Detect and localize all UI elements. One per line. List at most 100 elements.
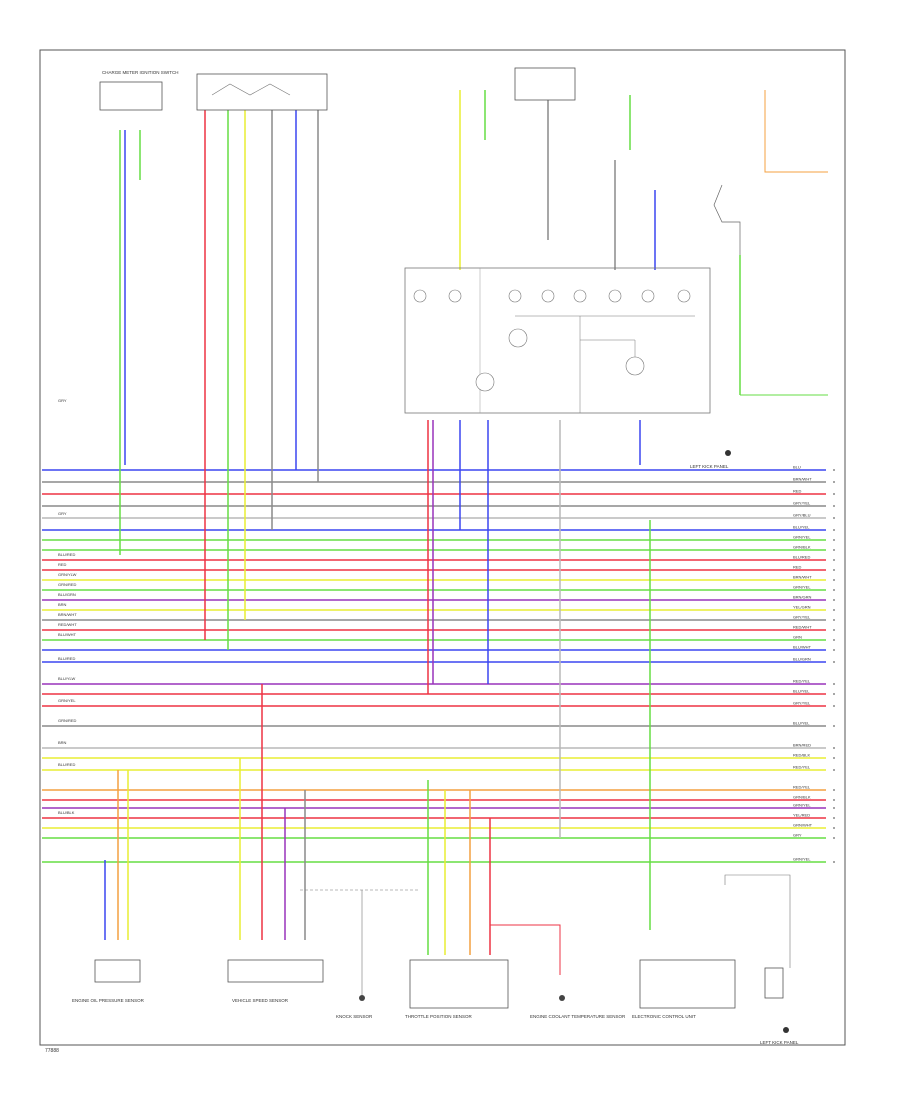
wire-color-label: GRN/RED (58, 718, 77, 723)
wire-color-label: BLU/YLW (58, 676, 75, 681)
component-label: THROTTLE POSITION SENSOR (405, 1014, 473, 1019)
wire-color-label: GRY (58, 398, 67, 403)
wire-color-label: BLU/RED (793, 555, 810, 560)
wire-color-label: BLU/GRN (58, 592, 76, 597)
combination-meter-box (404, 267, 711, 414)
wire-terminal (833, 789, 835, 791)
wire-color-label: BRN/WHT (793, 477, 812, 482)
wire-color-label: RED/YEL (793, 785, 811, 790)
right-relay-box (764, 967, 784, 999)
wire-terminal (833, 747, 835, 749)
wire-color-label: RED/BLK (793, 753, 810, 758)
wire-terminal (833, 589, 835, 591)
lamp-icon (608, 289, 622, 303)
wire-terminal (833, 569, 835, 571)
lamp-icon (541, 289, 555, 303)
wire-terminal (833, 629, 835, 631)
relay-box (196, 73, 328, 111)
wire-terminal (833, 837, 835, 839)
wire-color-label: RED/WHT (793, 625, 812, 630)
wire-color-label: BLU/WHT (58, 632, 77, 637)
wire-color-label: BLU/BLK (58, 810, 75, 815)
wire-color-label: BRN/RED (793, 743, 811, 748)
wire-color-label: GRY/YEL (793, 615, 811, 620)
lamp-icon (573, 289, 587, 303)
wire-terminal (833, 539, 835, 541)
wire-color-label: BLU/YEL (793, 525, 810, 530)
footer-code: 77888 (45, 1048, 59, 1054)
wire-color-label: GRY (793, 833, 802, 838)
wire-terminal (833, 861, 835, 863)
wire-color-label: BRN/WHT (793, 575, 812, 580)
component-label: ENGINE COOLANT TEMPERATURE SENSOR (530, 1014, 626, 1019)
lamp-icon (641, 289, 655, 303)
wire-terminal (833, 579, 835, 581)
gauge-icon (625, 356, 645, 376)
wire-color-label: BLU/GRN (793, 657, 811, 662)
wire-color-label: GRN/YLW (58, 572, 77, 577)
knock-sensor-icon (359, 995, 365, 1001)
ignition-switch-box (99, 81, 163, 111)
wire-terminal (833, 817, 835, 819)
wire-terminal (833, 619, 835, 621)
oil-pressure-sensor-box (94, 959, 141, 983)
ground-label: LEFT KICK PANEL (690, 464, 729, 469)
wire-color-label: BLU/WHT (793, 645, 812, 650)
wire-color-label: BLU/RED (58, 656, 75, 661)
wire-color-label: RED (793, 489, 802, 494)
ground-icon (783, 1027, 789, 1033)
wire-color-label: GRN/YEL (793, 857, 811, 862)
wire-terminal (833, 529, 835, 531)
wire-color-label: GRN/YEL (793, 803, 811, 808)
wire-color-label: BRN (58, 740, 67, 745)
ground-icon (725, 450, 731, 456)
left-wire-labels: GRYGRYBLU/REDREDGRN/YLWGRN/REDBLU/GRNBRN… (58, 398, 77, 815)
wire-terminal (833, 725, 835, 727)
wire-color-label: GRN/YEL (793, 535, 811, 540)
wire-terminal (833, 559, 835, 561)
right-switch (713, 184, 741, 255)
component-label: ELECTRONIC CONTROL UNIT (632, 1014, 696, 1019)
wire-terminal (833, 493, 835, 495)
coolant-sensor-icon (559, 995, 565, 1001)
component-label: ENGINE OIL PRESSURE SENSOR (72, 998, 145, 1003)
center-switch-box (514, 67, 576, 101)
wire-color-label: BLU (793, 465, 801, 470)
wire-terminal (833, 769, 835, 771)
indicator-lamps (413, 289, 695, 413)
throttle-sensor-box (409, 959, 509, 1009)
wire-color-label: GRN/WHT (793, 823, 813, 828)
lamp-icon (508, 289, 522, 303)
wire-color-label: BRN (58, 602, 67, 607)
relay-contacts (211, 83, 291, 96)
wire-color-label: YEL/RED (793, 813, 810, 818)
wire-terminal (833, 683, 835, 685)
wire-color-label: RED/WHT (58, 622, 77, 627)
wire-layer (42, 469, 835, 863)
right-upper-lead (764, 90, 828, 173)
wire-color-label: RED/YEL (793, 679, 811, 684)
wire-color-label: GRY/YEL (793, 501, 811, 506)
wire-color-label: GRN/BLK (793, 795, 811, 800)
wire-terminal (833, 505, 835, 507)
wire-terminal (833, 549, 835, 551)
wire-color-label: GRY/BLU (793, 513, 811, 518)
wire-color-label: RED (58, 562, 67, 567)
lamp-icon (413, 289, 427, 303)
wire-color-label: BLU/YEL (793, 721, 810, 726)
cluster-bus (580, 339, 636, 357)
wire-color-label: RED/YEL (793, 765, 811, 770)
wire-terminal (833, 649, 835, 651)
wire-color-label: BRN/WHT (58, 612, 77, 617)
wire-terminal (833, 827, 835, 829)
wire-color-label: YEL/GRN (793, 605, 811, 610)
right-wire-labels: BLU BRN/WHT RED GRY/YEL GRY/BLU BLU/YEL GRN/YE… (793, 465, 813, 862)
wire-color-label: RED (793, 565, 802, 570)
wire-terminal (833, 705, 835, 707)
gauge-icon (475, 372, 495, 392)
ecu-box (639, 959, 736, 1009)
wire-color-label: GRN/RED (58, 582, 77, 587)
wire-terminal (833, 661, 835, 663)
